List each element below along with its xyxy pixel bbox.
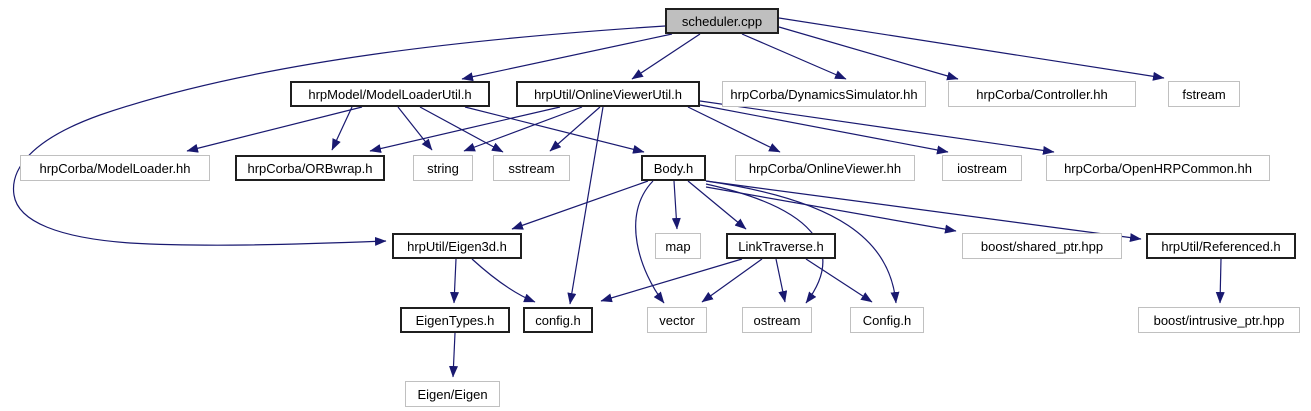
node-onlineviewerutil-h[interactable]: hrpUtil/OnlineViewerUtil.h [516, 81, 700, 107]
edge-lt-ost [775, 258, 788, 303]
node-vector: vector [647, 307, 707, 333]
node-fstream: fstream [1168, 81, 1240, 107]
edge-ovu-orb [369, 106, 561, 153]
node-boost-shared-ptr-hpp: boost/shared_ptr.hpp [962, 233, 1122, 259]
node-ostream: ostream [742, 307, 812, 333]
node-orbwrap-h[interactable]: hrpCorba/ORBwrap.h [235, 155, 385, 181]
edge-bod-cfb [705, 180, 900, 304]
edge-scheduler-fst [778, 17, 1165, 81]
edge-ovu-str [463, 106, 583, 152]
node-eigen-eigen: Eigen/Eigen [405, 381, 500, 407]
edge-scheduler-mlu [461, 33, 673, 82]
edge-bod-shp [705, 186, 957, 234]
node-linktraverse-h[interactable]: LinkTraverse.h [726, 233, 836, 259]
edge-scheduler-eig [12, 25, 666, 246]
edge-bod-ref [705, 180, 1142, 243]
node-eigentypes-h[interactable]: EigenTypes.h [400, 307, 510, 333]
edge-scheduler-dyn [741, 33, 847, 80]
edge-mlu-ml [186, 106, 363, 153]
edge-lt-cfb [805, 258, 873, 303]
edge-bod-lt [687, 180, 747, 230]
node-modelloaderutil-h[interactable]: hrpModel/ModelLoaderUtil.h [290, 81, 490, 107]
edge-mlu-orb [331, 106, 353, 151]
node-iostream: iostream [942, 155, 1022, 181]
edge-bod-eig [511, 180, 649, 230]
node-modelloader-hh: hrpCorba/ModelLoader.hh [20, 155, 210, 181]
edge-lt-cfg [600, 258, 743, 303]
node-referenced-h[interactable]: hrpUtil/Referenced.h [1146, 233, 1296, 259]
node-scheduler-cpp: scheduler.cpp [665, 8, 779, 34]
edge-mlu-bod [464, 106, 645, 154]
node-onlineviewer-hh: hrpCorba/OnlineViewer.hh [735, 155, 915, 181]
edge-ety-eee [449, 332, 458, 378]
edge-ovu-sst [549, 106, 601, 152]
node-map: map [655, 233, 701, 259]
node-sstream: sstream [493, 155, 570, 181]
node-body-h[interactable]: Body.h [641, 155, 706, 181]
edge-scheduler-ovu [631, 33, 701, 80]
node-openhrpcommon-hh: hrpCorba/OpenHRPCommon.hh [1046, 155, 1270, 181]
node-controller-hh: hrpCorba/Controller.hh [948, 81, 1136, 107]
edge-ovu-cfg [567, 106, 604, 305]
node-string: string [413, 155, 473, 181]
edge-eig-cfg [471, 258, 536, 303]
edge-eig-ety [450, 258, 459, 304]
edge-ovu-olv [687, 106, 781, 153]
node-config-h-lower[interactable]: config.h [523, 307, 593, 333]
edge-scheduler-ctl [778, 26, 959, 81]
node-boost-intrusive-ptr-hpp: boost/intrusive_ptr.hpp [1138, 307, 1300, 333]
edge-ref-int [1215, 258, 1225, 304]
edge-bod-vec [635, 180, 665, 304]
edge-lt-vec [701, 258, 763, 303]
edge-bod-map [671, 180, 681, 230]
node-dynamicssimulator-hh: hrpCorba/DynamicsSimulator.hh [722, 81, 926, 107]
node-config-h-upper: Config.h [850, 307, 924, 333]
edge-mlu-str [397, 106, 433, 151]
node-eigen3d-h[interactable]: hrpUtil/Eigen3d.h [392, 233, 522, 259]
edge-ovu-ios [699, 104, 949, 155]
edge-ovu-ohc [699, 100, 1055, 155]
